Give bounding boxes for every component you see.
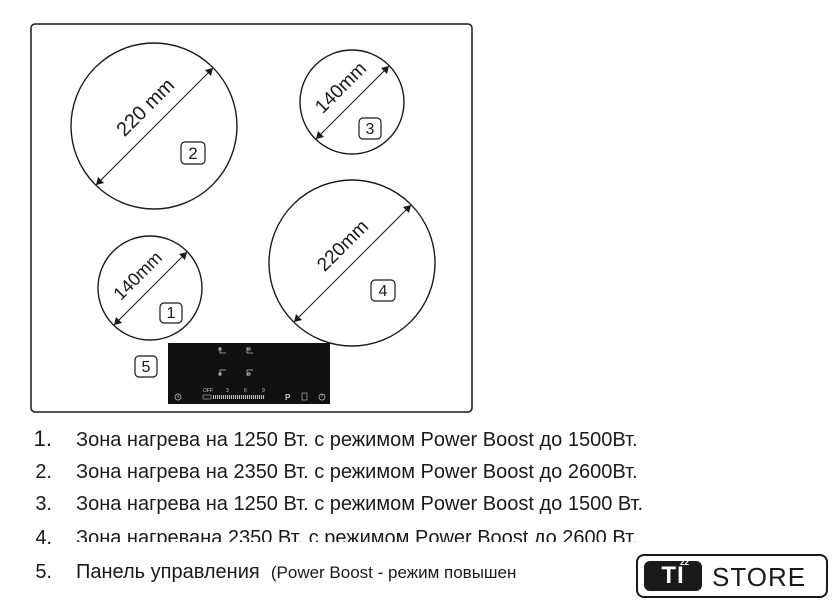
legend-number-2: 2. [35, 461, 52, 483]
zone-1-number-box [159, 302, 183, 324]
slider-tick [255, 395, 257, 399]
pause-symbol: P [285, 393, 291, 402]
slider-tick [249, 395, 251, 399]
control-panel: OFF 3 6 9 P [168, 343, 330, 404]
power-icon [318, 393, 326, 401]
zone-1-circle [97, 235, 203, 341]
slider-tick [225, 395, 227, 399]
zone-1-diameter-line [113, 251, 188, 326]
slider-label-off: OFF [203, 388, 213, 394]
zone-2-number: 2 [188, 144, 197, 163]
legend-number-1: 1. [33, 426, 52, 451]
legend-number-5: 5. [35, 561, 52, 583]
zone-selectors [218, 347, 253, 376]
legend-text-3: Зона нагрева на 1250 Вт. с режимом Power… [76, 493, 644, 515]
slider-tick [219, 395, 221, 399]
slider-tick [243, 395, 245, 399]
slider-tick [251, 395, 253, 399]
legend-text-5-note: (Power Boost - режим повышен [270, 563, 517, 582]
panel-number-box [134, 355, 158, 378]
zone-3-circle [299, 49, 405, 155]
panel-number: 5 [142, 359, 151, 376]
logo-word: STORE [712, 562, 807, 592]
slider-tick [213, 395, 215, 399]
slider-tick [257, 395, 259, 399]
lock-icon [301, 392, 308, 401]
zone-1-number: 1 [167, 305, 176, 322]
slider-tick [227, 395, 229, 399]
zone-4-diameter-line [293, 204, 412, 323]
legend-number-3: 3. [35, 493, 52, 515]
slider-label-9: 9 [262, 388, 265, 394]
zone-3-number: 3 [366, 121, 375, 138]
logo-superscript: 22 [680, 558, 689, 567]
slider-labels: OFF 3 6 9 [203, 388, 265, 394]
zone-2-number-box [180, 141, 206, 165]
zone-selector-top-left-icon [219, 347, 226, 354]
legend-text-5: Панель управления (Power Boost - режим п… [76, 560, 646, 585]
zone-selector-bottom-left-icon [219, 369, 226, 376]
zone-4-number: 4 [379, 283, 388, 300]
legend-text-1: Зона нагрева на 1250 Вт. с режимом Power… [76, 429, 638, 451]
slider-tick [223, 395, 225, 399]
slider-label-6: 6 [244, 388, 247, 394]
slider-tick [215, 395, 217, 399]
timer-icon [174, 393, 182, 401]
slider-tick [261, 395, 263, 399]
slider-tick [217, 395, 219, 399]
slider-tick [259, 395, 261, 399]
legend-text-4: Зона нагревана 2350 Вт. с режимом Power … [76, 527, 638, 542]
slider-tick [231, 395, 233, 399]
slider-tick [253, 395, 255, 399]
slider-tick [263, 395, 265, 399]
slider-off-indicator [202, 394, 212, 400]
slider-label-3: 3 [226, 388, 229, 394]
zone-2-diameter-line [95, 67, 214, 186]
slider-tick [245, 395, 247, 399]
legend-number-4: 4. [35, 527, 52, 549]
legend-text-2: Зона нагрева на 2350 Вт. с режимом Power… [76, 461, 638, 483]
zone-4-number-box [370, 279, 396, 302]
logo-badge: TI [644, 561, 702, 591]
zone-selector-top-right-icon [246, 347, 253, 354]
legend-text-5-main: Панель управления [76, 561, 260, 583]
slider-tick [221, 395, 223, 399]
slider-tick [235, 395, 237, 399]
zone-3-diameter-line [315, 65, 390, 140]
slider-tick [247, 395, 249, 399]
slider-tick [237, 395, 239, 399]
power-slider [213, 395, 265, 399]
slider-tick [241, 395, 243, 399]
zone-2-circle [70, 42, 238, 210]
slider-tick [233, 395, 235, 399]
zone-selector-bottom-right-icon [246, 369, 253, 376]
store-logo: TI 22 STORE [636, 554, 828, 598]
zone-4-circle [268, 179, 436, 347]
zone-3-number-box [358, 117, 382, 140]
slider-tick [239, 395, 241, 399]
slider-tick [229, 395, 231, 399]
